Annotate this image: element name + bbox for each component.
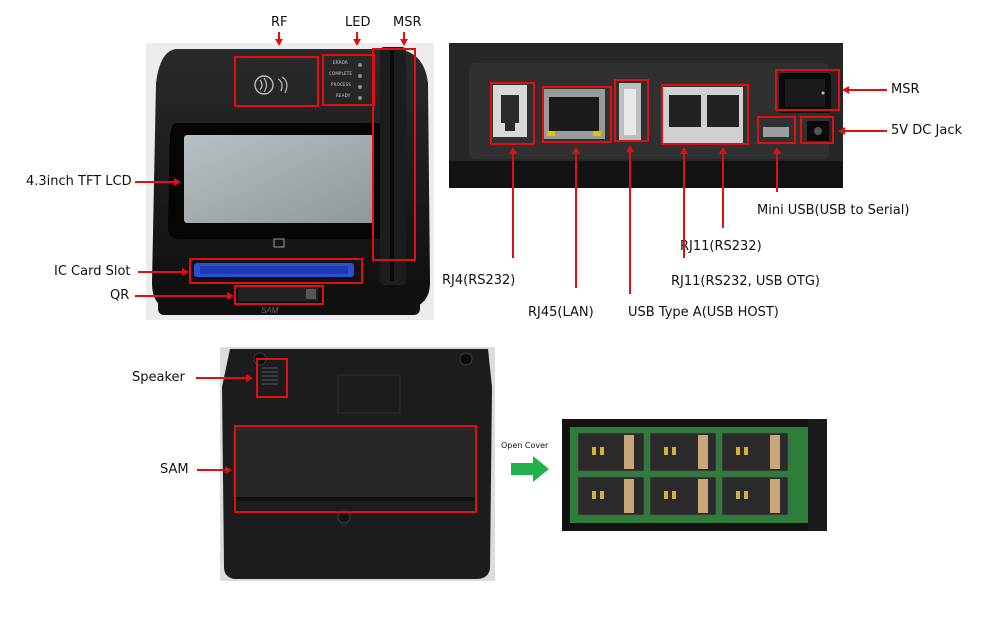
rj4-label: RJ4(RS232)	[442, 273, 516, 288]
speaker-label: Speaker	[132, 370, 185, 385]
rj4-callout-box	[490, 82, 535, 145]
speaker-arrow-icon	[246, 374, 253, 382]
sam-label: SAM	[160, 462, 189, 477]
mini-usb-leader	[776, 154, 778, 192]
rj11-rs232-leader	[722, 154, 724, 228]
device-rear-ports-photo	[449, 43, 843, 188]
dc-jack-leader	[845, 130, 887, 132]
qr-leader	[135, 295, 227, 297]
dc-jack-arrow-icon	[838, 127, 845, 135]
rj11-otg-leader	[683, 154, 685, 258]
ic-card-slot-label: IC Card Slot	[54, 264, 131, 279]
lcd-arrow-icon	[174, 178, 181, 186]
ic-slot-callout-box	[189, 258, 363, 284]
rj4-leader	[512, 154, 514, 258]
led-item-process: PROCESS	[331, 82, 352, 87]
rj45-callout-box	[542, 86, 612, 143]
rear-ports-illustration	[449, 43, 843, 188]
qr-arrow-icon	[227, 292, 234, 300]
rj11-rs232-label: RJ11(RS232)	[680, 239, 762, 254]
dc-jack-label: 5V DC Jack	[891, 123, 962, 138]
rj45-leader	[575, 154, 577, 288]
sam-slots-illustration	[562, 419, 827, 531]
mini-usb-label: Mini USB(USB to Serial)	[757, 203, 910, 218]
speaker-callout-box	[256, 358, 288, 398]
msr-right-leader	[849, 89, 887, 91]
device-front-illustration: SAM	[146, 43, 434, 320]
rf-callout-box	[234, 56, 319, 107]
device-front-photo: SAM ERROR COMPLETE PROCESS READY	[146, 43, 434, 320]
sam-arrow-icon	[225, 466, 232, 474]
rj11-callout-box	[661, 84, 749, 145]
led-leader	[356, 32, 358, 40]
dc-jack-callout-box	[800, 116, 834, 144]
qr-callout-box	[234, 285, 324, 305]
device-bottom-photo	[220, 347, 495, 581]
led-callout-box	[322, 54, 375, 106]
usb-a-callout-box	[614, 79, 649, 142]
msr-callout-box	[372, 48, 416, 261]
mini-usb-callout-box	[757, 116, 796, 144]
msr-right-arrow-icon	[842, 86, 849, 94]
led-label: LED	[345, 15, 371, 30]
rj4-arrow-icon	[509, 147, 517, 154]
msr-right-label: MSR	[891, 82, 920, 97]
msr-top-leader	[403, 32, 405, 40]
rj11-otg-arrow-icon	[680, 147, 688, 154]
mini-usb-arrow-icon	[773, 147, 781, 154]
rj11-rs232-arrow-icon	[719, 147, 727, 154]
ic-card-slot-leader	[138, 271, 182, 273]
usb-a-label: USB Type A(USB HOST)	[628, 305, 779, 320]
usb-a-leader	[629, 152, 631, 294]
led-item-error: ERROR	[333, 60, 349, 65]
speaker-leader	[196, 377, 246, 379]
msr-top-arrow-icon	[400, 39, 408, 46]
led-arrow-icon	[353, 39, 361, 46]
rj11-otg-label: RJ11(RS232, USB OTG)	[671, 274, 820, 289]
sam-slots-photo	[562, 419, 827, 531]
rf-arrow-icon	[275, 39, 283, 46]
lcd-leader	[135, 181, 175, 183]
qr-label: QR	[110, 288, 130, 303]
arrow-right-icon	[511, 456, 549, 482]
rj45-arrow-icon	[572, 147, 580, 154]
sam-leader	[197, 469, 225, 471]
open-cover-label: Open Cover	[501, 441, 549, 450]
msr-switch-callout-box	[775, 69, 840, 111]
device-bottom-illustration	[220, 347, 495, 581]
lcd-label: 4.3inch TFT LCD	[26, 174, 132, 189]
led-item-complete: COMPLETE	[329, 71, 353, 76]
sam-callout-box	[234, 425, 477, 513]
contactless-icon	[254, 75, 288, 95]
rj45-label: RJ45(LAN)	[528, 305, 594, 320]
svg-text:SAM: SAM	[261, 306, 279, 315]
rf-leader	[278, 32, 280, 40]
led-item-ready: READY	[336, 93, 351, 98]
ic-card-slot-arrow-icon	[182, 268, 189, 276]
rf-label: RF	[271, 15, 288, 30]
msr-top-label: MSR	[393, 15, 422, 30]
usb-a-arrow-icon	[626, 145, 634, 152]
